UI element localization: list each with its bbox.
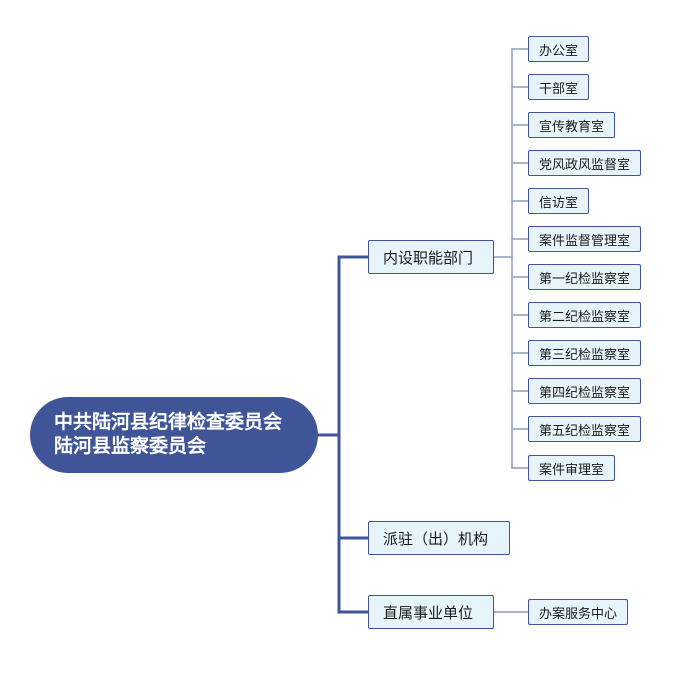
leaf-node[interactable]: 办公室 bbox=[528, 36, 590, 62]
branch-node-internal-departments[interactable]: 内设职能部门 bbox=[368, 240, 494, 274]
leaf-node[interactable]: 案件审理室 bbox=[528, 455, 616, 481]
leaf-label: 第三纪检监察室 bbox=[539, 347, 631, 363]
leaf-label: 第四纪检监察室 bbox=[539, 385, 631, 401]
root-title-line-1: 中共陆河县纪律检查委员会 bbox=[54, 411, 283, 433]
root-title-line-2: 陆河县监察委员会 bbox=[54, 435, 207, 457]
branch-label: 派驻（出）机构 bbox=[383, 529, 489, 548]
branch-label: 内设职能部门 bbox=[383, 248, 474, 267]
leaf-label: 办案服务中心 bbox=[539, 606, 618, 622]
leaf-node[interactable]: 宣传教育室 bbox=[528, 112, 616, 138]
root-node[interactable]: 中共陆河县纪律检查委员会 陆河县监察委员会 bbox=[30, 397, 318, 473]
branch-node-dispatched-agencies[interactable]: 派驻（出）机构 bbox=[368, 521, 510, 555]
leaf-node[interactable]: 办案服务中心 bbox=[528, 599, 629, 625]
leaf-node[interactable]: 信访室 bbox=[528, 188, 590, 214]
branch-node-affiliated-units[interactable]: 直属事业单位 bbox=[368, 595, 494, 629]
leaf-label: 案件审理室 bbox=[539, 462, 605, 478]
leaf-node[interactable]: 干部室 bbox=[528, 74, 590, 100]
leaf-node[interactable]: 党风政风监督室 bbox=[528, 150, 642, 176]
leaf-label: 第二纪检监察室 bbox=[539, 309, 631, 325]
branch-label: 直属事业单位 bbox=[383, 603, 474, 622]
leaf-label: 第五纪检监察室 bbox=[539, 423, 631, 439]
leaf-label: 信访室 bbox=[539, 195, 579, 211]
leaf-label: 干部室 bbox=[539, 81, 579, 97]
leaf-label: 党风政风监督室 bbox=[539, 157, 631, 173]
leaf-label: 案件监督管理室 bbox=[539, 233, 631, 249]
leaf-label: 第一纪检监察室 bbox=[539, 271, 631, 287]
leaf-node[interactable]: 第三纪检监察室 bbox=[528, 340, 642, 366]
leaf-node[interactable]: 第二纪检监察室 bbox=[528, 302, 642, 328]
leaf-label: 办公室 bbox=[539, 43, 579, 59]
leaf-label: 宣传教育室 bbox=[539, 119, 605, 135]
leaf-node[interactable]: 第一纪检监察室 bbox=[528, 264, 642, 290]
leaf-node[interactable]: 第四纪检监察室 bbox=[528, 378, 642, 404]
leaf-node[interactable]: 案件监督管理室 bbox=[528, 226, 642, 252]
leaf-node[interactable]: 第五纪检监察室 bbox=[528, 416, 642, 442]
